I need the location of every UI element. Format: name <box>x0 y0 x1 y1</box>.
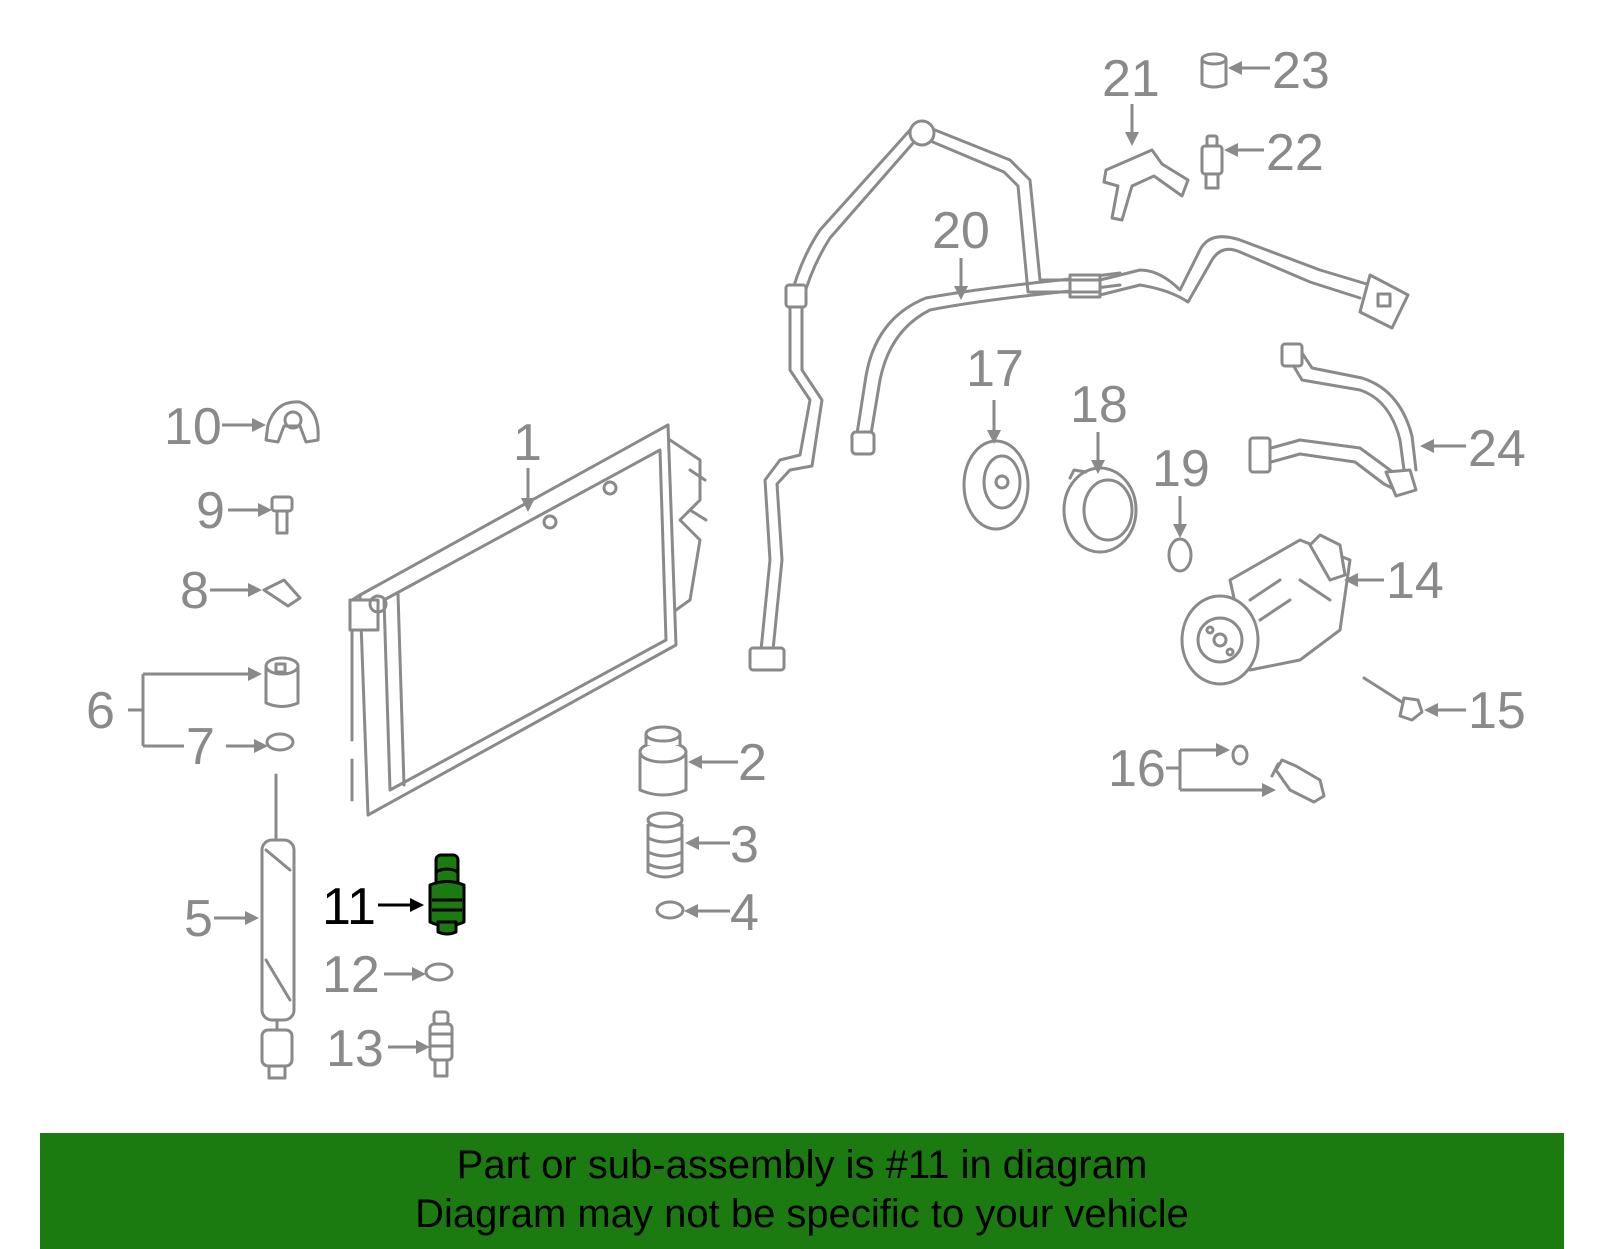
callout-7: 7 <box>186 718 215 776</box>
banner-line-1: Part or sub-assembly is #11 in diagram <box>456 1143 1148 1187</box>
part-11-pressure-switch <box>428 853 466 936</box>
part-2 <box>638 725 688 797</box>
part-5-receiver-drier <box>260 773 296 1080</box>
part-15-bolt <box>1362 676 1424 722</box>
part-14-compressor <box>1180 533 1352 686</box>
part-17-clutch-plate <box>962 439 1030 531</box>
callout-10: 10 <box>164 398 222 456</box>
callout-labels: 1 2 3 4 5 6 7 8 9 10 11 12 13 14 15 16 1… <box>86 42 1526 1078</box>
callout-16: 16 <box>1108 740 1166 798</box>
callout-13: 13 <box>326 1020 384 1078</box>
leader-lines <box>128 61 1466 1054</box>
callout-5: 5 <box>184 890 213 948</box>
part-22-valve <box>1200 134 1224 190</box>
part-24-hoses <box>1248 342 1418 498</box>
part-20-hose <box>850 235 1410 456</box>
part-8-bracket <box>262 578 302 608</box>
part-6 <box>264 656 300 708</box>
part-19-o-ring <box>1167 537 1193 573</box>
liquid-line <box>748 119 1102 672</box>
banner-line-2: Diagram may not be specific to your vehi… <box>415 1192 1189 1236</box>
callout-18: 18 <box>1070 376 1128 434</box>
part-3 <box>646 811 684 879</box>
callout-24: 24 <box>1468 420 1526 478</box>
callout-20: 20 <box>932 202 990 260</box>
callout-6: 6 <box>86 682 115 740</box>
callout-3: 3 <box>730 816 759 874</box>
parts-diagram: 1 2 3 4 5 6 7 8 9 10 11 12 13 14 15 16 1… <box>86 42 1526 1080</box>
callout-22: 22 <box>1266 124 1324 182</box>
callout-14: 14 <box>1386 552 1444 610</box>
callout-8: 8 <box>180 562 209 620</box>
callout-17: 17 <box>966 340 1024 398</box>
callout-4: 4 <box>730 884 759 942</box>
callout-1: 1 <box>513 414 542 472</box>
callout-9: 9 <box>196 482 225 540</box>
part-info-banner: Part or sub-assembly is #11 in diagram D… <box>40 1133 1564 1249</box>
callout-11: 11 <box>322 878 376 936</box>
part-10-nut <box>264 400 320 444</box>
callout-12: 12 <box>322 946 380 1004</box>
part-9-bolt <box>270 495 294 535</box>
callout-2: 2 <box>738 734 767 792</box>
part-1-condenser <box>348 423 708 817</box>
part-21-bracket <box>1102 148 1190 222</box>
part-16-sensor <box>1231 744 1326 804</box>
part-7-o-ring <box>265 732 295 752</box>
callout-23: 23 <box>1272 42 1330 100</box>
part-12-o-ring <box>424 962 454 982</box>
part-13-valve <box>428 1010 454 1078</box>
part-23-cap <box>1200 52 1228 89</box>
part-18-pulley <box>1062 466 1138 554</box>
part-4-o-ring <box>655 900 685 920</box>
callout-19: 19 <box>1152 440 1210 498</box>
callout-15: 15 <box>1468 682 1526 740</box>
callout-21: 21 <box>1102 50 1160 108</box>
